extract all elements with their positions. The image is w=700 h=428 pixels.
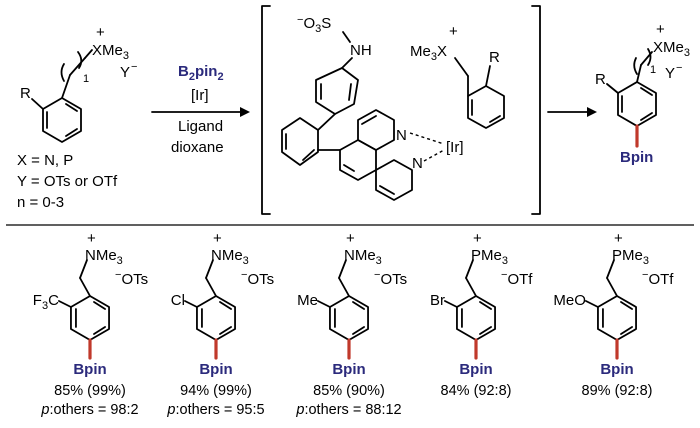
reagent-b2pin2: B2pin2 xyxy=(178,63,224,83)
reagent-catalyst: [Ir] xyxy=(191,87,209,104)
substrate-ring xyxy=(42,97,82,143)
phen-n2: N xyxy=(412,155,423,172)
example-yield: 84% (92:8) xyxy=(441,383,512,399)
example-onium-group: NMe3 xyxy=(344,247,382,267)
example-selectivity: p:others = 95:5 xyxy=(166,402,264,418)
example-substituent: Cl xyxy=(171,292,185,309)
example-yield: 85% (90%) xyxy=(313,383,385,399)
example-onium-group: NMe3 xyxy=(211,247,249,267)
example-plus-charge: + xyxy=(87,230,96,247)
example-plus-charge: + xyxy=(473,230,482,247)
product-bpin: Bpin xyxy=(620,149,653,166)
example-onium-group: NMe3 xyxy=(85,247,123,267)
phen-bottom-ring xyxy=(375,159,413,201)
example-plus-charge: + xyxy=(614,230,623,247)
example-yield: 85% (99%) xyxy=(54,383,126,399)
product-plus-charge: + xyxy=(656,21,665,38)
product-paren-right xyxy=(647,48,652,66)
substrate-y-label: Y xyxy=(120,64,130,81)
example-bpin: Bpin xyxy=(199,361,232,378)
example-counterion: −OTf xyxy=(642,269,674,288)
substrate: R 1 XMe3 + Y − X = N, P Y = OTs or OTf n… xyxy=(17,24,137,211)
substrate-y-charge: − xyxy=(131,61,137,73)
product-x-label: XMe3 xyxy=(653,39,690,59)
intermediate-iridium: [Ir] xyxy=(446,139,464,156)
example-yield: 89% (92:8) xyxy=(582,383,653,399)
example-counterion: −OTs xyxy=(241,269,274,288)
substrate-n-subscript: 1 xyxy=(83,73,89,85)
example-plus-charge: + xyxy=(346,230,355,247)
product-y-label: Y xyxy=(665,65,675,82)
example-bpin: Bpin xyxy=(459,361,492,378)
substrate-x-label: XMe3 xyxy=(92,42,129,62)
bracket-right xyxy=(531,5,541,215)
example-selectivity: p:others = 88:12 xyxy=(295,402,401,418)
intermediate-upper-ring xyxy=(315,67,359,115)
example-onium-group: PMe3 xyxy=(612,247,649,267)
example-counterion: −OTf xyxy=(501,269,533,288)
intermediate-plus-charge: + xyxy=(449,23,458,40)
product-y-charge: − xyxy=(676,62,682,74)
reagent-ligand: Ligand xyxy=(178,118,223,135)
example-bpin: Bpin xyxy=(73,361,106,378)
substrate-r-label: R xyxy=(20,85,31,102)
bracket-left xyxy=(261,5,271,215)
intermediate-me3x: Me3X xyxy=(410,43,447,63)
intermediate-lower-ring xyxy=(281,117,319,166)
product-n-subscript: 1 xyxy=(650,64,656,76)
phen-n1: N xyxy=(396,127,407,144)
example-substituent: Me xyxy=(297,292,318,309)
example-onium-group: PMe3 xyxy=(471,247,508,267)
intermediate-r-label: R xyxy=(489,49,500,66)
example-plus-charge: + xyxy=(213,230,222,247)
example-substituent: F3C xyxy=(33,292,59,312)
substrate-plus-charge: + xyxy=(96,24,105,41)
example-bpin: Bpin xyxy=(600,361,633,378)
phen-top-ring xyxy=(357,109,395,151)
intermediate-benzyl-ring xyxy=(467,85,505,129)
example-counterion: −OTs xyxy=(374,269,407,288)
example-substituent: Br xyxy=(430,292,445,309)
nh-label: NH xyxy=(350,42,372,59)
example-selectivity: p:others = 98:2 xyxy=(40,402,138,418)
example-bpin: Bpin xyxy=(332,361,365,378)
reagent-solvent: dioxane xyxy=(171,139,224,156)
sulfonate-group: −O3S xyxy=(297,14,331,35)
product-paren-left xyxy=(633,57,638,75)
reagent-arrow-group: B2pin2 [Ir] Ligand dioxane xyxy=(151,63,250,156)
substrate-condition-y: Y = OTs or OTf xyxy=(17,173,118,190)
example-counterion: −OTs xyxy=(115,269,148,288)
product-r-label: R xyxy=(595,71,606,88)
product: R 1 XMe3 + Y − Bpin xyxy=(595,21,690,166)
substrate-paren-left xyxy=(60,63,65,82)
example-substituent: MeO xyxy=(553,292,586,309)
example-yield: 94% (99%) xyxy=(180,383,252,399)
product-ring xyxy=(617,81,657,127)
intermediate: −O3S NH N N [Ir] Me3X + R xyxy=(261,5,541,215)
substrate-condition-x: X = N, P xyxy=(17,152,73,169)
substrate-paren-right xyxy=(77,51,83,69)
substrate-condition-n: n = 0-3 xyxy=(17,194,64,211)
